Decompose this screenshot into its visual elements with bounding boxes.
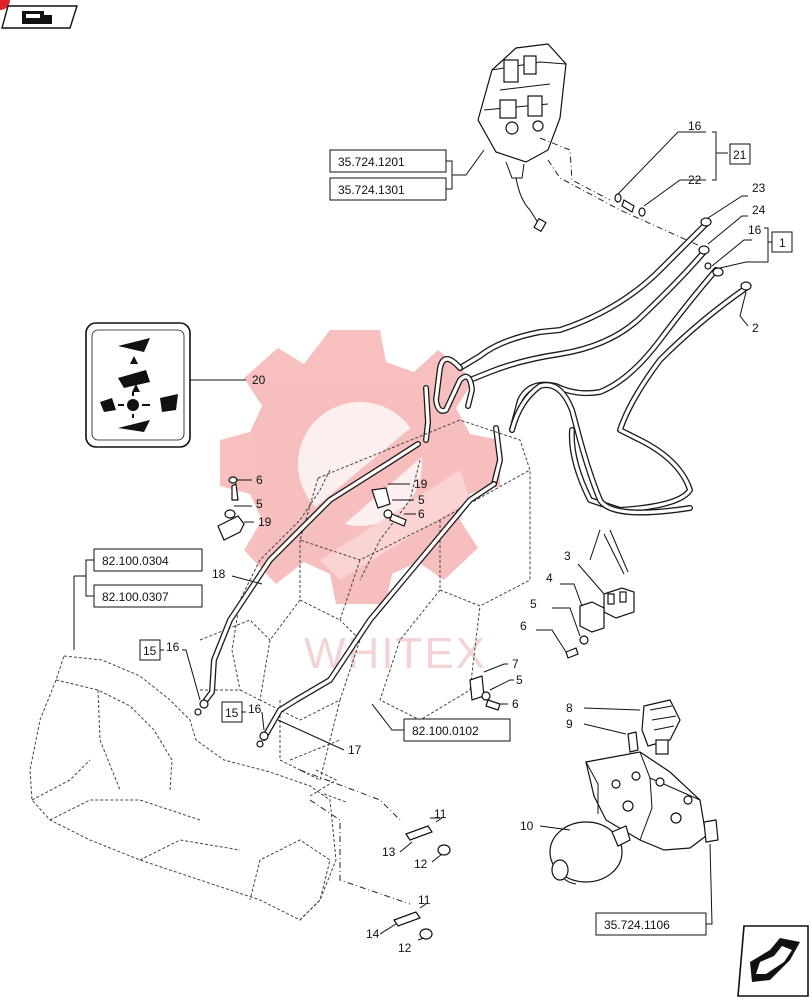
callout-19-a: 19 — [258, 515, 272, 529]
kit-15-left-label: 15 — [143, 644, 157, 658]
valve-ref-leader — [446, 149, 485, 190]
callout-9: 9 — [566, 717, 573, 731]
valve-port-line-2 — [547, 159, 701, 247]
callout-24: 24 — [752, 203, 766, 217]
solenoid-connector — [627, 699, 681, 755]
watermark-logo — [220, 330, 500, 604]
fitting-right — [259, 731, 269, 741]
kit-15-right-box[interactable]: 15 — [221, 701, 243, 723]
control-valve — [477, 43, 567, 233]
callout-6-a: 6 — [256, 473, 263, 487]
pin-upper — [405, 817, 451, 856]
hose-end-fittings — [698, 217, 752, 291]
callout-10: 10 — [520, 819, 534, 833]
loader-reference[interactable]: 82.100.0102 — [403, 718, 511, 742]
callout-5-b: 5 — [418, 493, 425, 507]
callout-14: 14 — [366, 927, 380, 941]
callout-23: 23 — [752, 181, 766, 195]
frame-reference-b[interactable]: 82.100.0307 — [93, 584, 203, 608]
callout-13: 13 — [382, 845, 396, 859]
fittings-group-top — [614, 193, 646, 217]
callout-6-b: 6 — [418, 507, 425, 521]
callout-5-c: 5 — [530, 597, 537, 611]
callout-6-c: 6 — [520, 619, 527, 633]
accumulator-reference[interactable]: 35.724.1106 — [595, 912, 707, 936]
callout-16-right: 16 — [748, 223, 762, 237]
fitting-left — [199, 699, 209, 709]
accumulator-ref-text: 35.724.1106 — [604, 918, 670, 932]
callout-16-top: 16 — [688, 119, 702, 133]
clamp-bracket-left — [217, 476, 245, 541]
callout-4: 4 — [546, 571, 553, 585]
callout-11-b: 11 — [418, 893, 431, 907]
control-decal[interactable] — [85, 322, 191, 448]
callout-5-d: 5 — [516, 673, 523, 687]
callout-5-a: 5 — [256, 497, 263, 511]
callout-16-mid: 16 — [248, 702, 262, 716]
frame-reference-a[interactable]: 82.100.0304 — [93, 548, 203, 572]
callout-19-b: 19 — [414, 477, 428, 491]
callout-20: 20 — [252, 373, 266, 387]
valve-ref-b-text: 35.724.1301 — [338, 183, 405, 197]
loader-ref-text: 82.100.0102 — [412, 724, 479, 738]
callout-16-left: 16 — [166, 640, 180, 654]
kit-1-label: 1 — [779, 236, 786, 250]
arm-tubes — [203, 441, 497, 741]
valve-port-line — [539, 137, 611, 201]
callout-6-d: 6 — [512, 697, 519, 711]
kit-21-box[interactable]: 21 — [729, 143, 751, 165]
accumulator — [549, 821, 631, 885]
callout-11-a: 11 — [434, 807, 447, 821]
valve-reference-a[interactable]: 35.724.1201 — [329, 149, 447, 173]
callout-18: 18 — [212, 567, 226, 581]
book-arrow-icon[interactable] — [0, 0, 78, 29]
clamp-bracket-middle — [371, 487, 407, 527]
clamp-bracket-lower — [469, 675, 501, 711]
callout-17: 17 — [348, 743, 362, 757]
valve-reference-b[interactable]: 35.724.1301 — [329, 177, 447, 201]
callout-3: 3 — [564, 549, 571, 563]
callout-7: 7 — [512, 657, 519, 671]
callout-8: 8 — [566, 701, 573, 715]
next-page-arrow-icon[interactable] — [737, 925, 809, 997]
kit-15-left-box[interactable]: 15 — [139, 639, 161, 661]
callout-12-b: 12 — [398, 941, 412, 955]
hose-bundle — [433, 221, 749, 516]
kit-21-label: 21 — [733, 148, 747, 162]
bucket-ghost — [29, 655, 337, 921]
callout-2: 2 — [752, 321, 759, 335]
kit-15-right-label: 15 — [225, 706, 239, 720]
callout-12-a: 12 — [414, 857, 428, 871]
pin-lower — [393, 903, 433, 940]
watermark-text: WHITEX — [304, 629, 487, 678]
kit-1-box[interactable]: 1 — [771, 231, 793, 253]
frame-ref-a-text: 82.100.0304 — [102, 554, 169, 568]
valve-ref-a-text: 35.724.1201 — [338, 155, 405, 169]
frame-ref-b-text: 82.100.0307 — [102, 590, 169, 604]
callout-22: 22 — [688, 173, 702, 187]
clamp-block — [565, 587, 635, 659]
valve-block — [585, 751, 719, 851]
